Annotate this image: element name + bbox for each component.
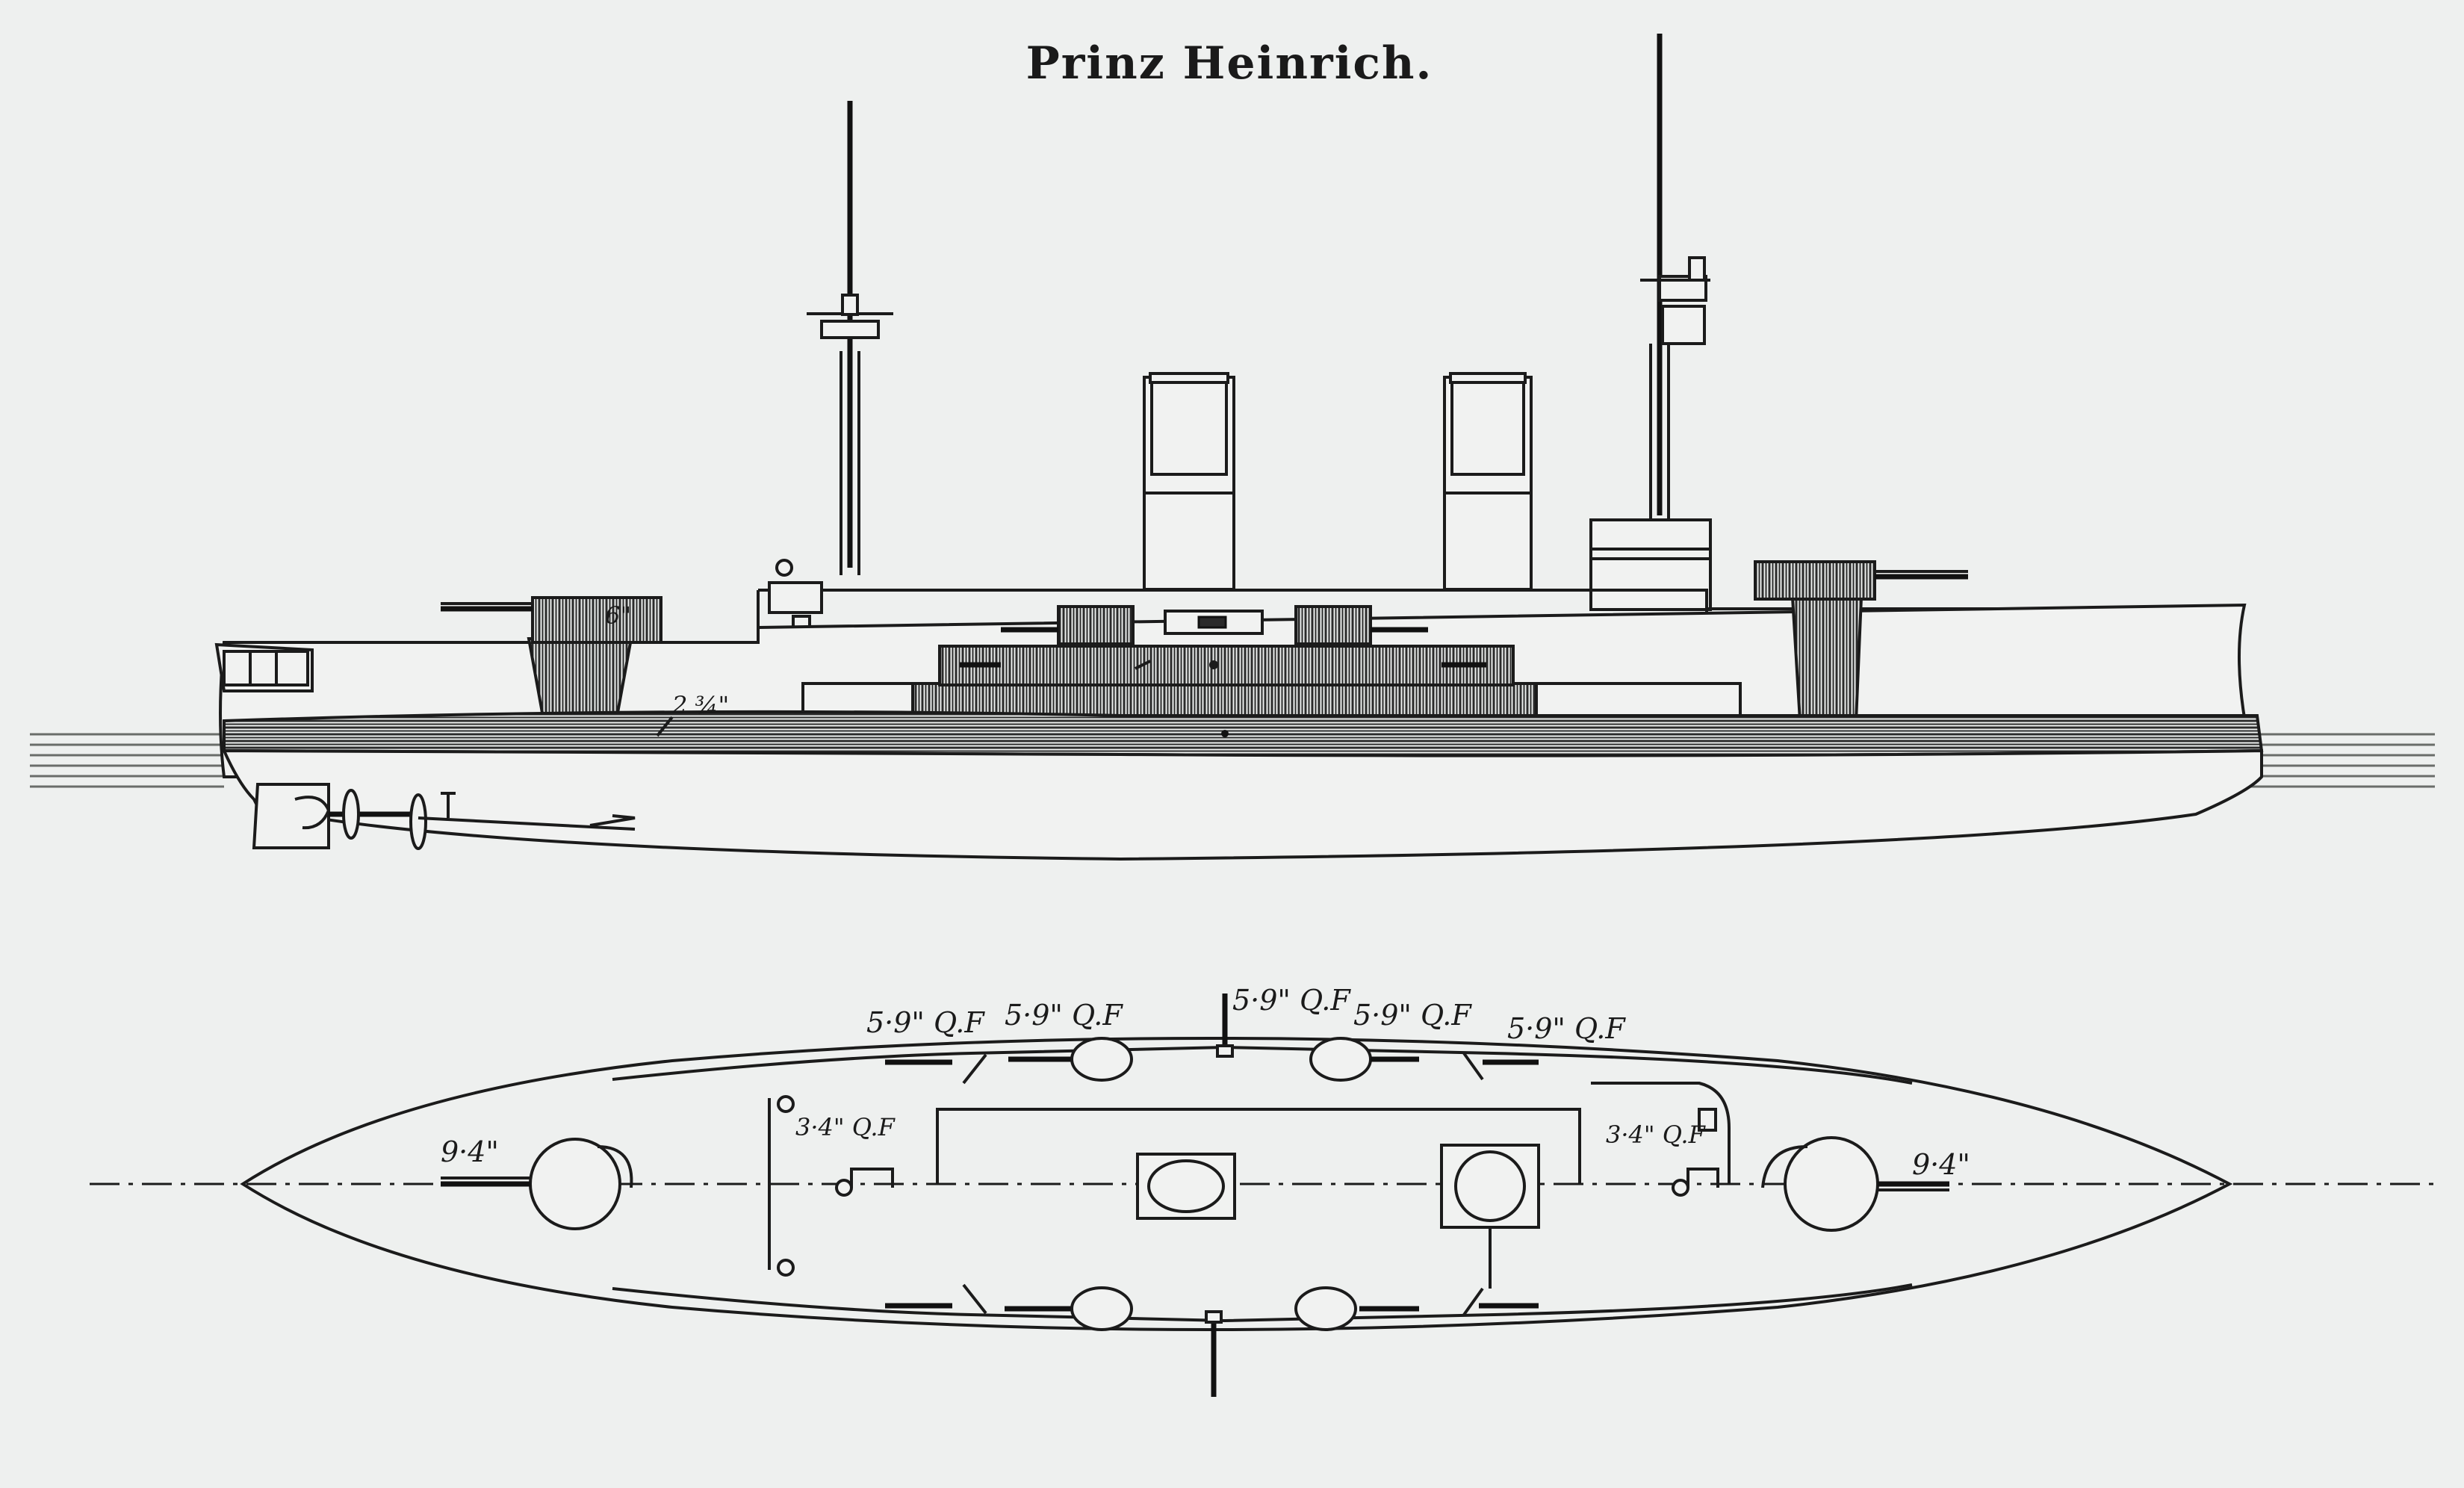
qf59-label-3: 5·9" Q.F: [1232, 984, 1351, 1017]
rudder-propellers: [252, 783, 636, 850]
plan-hull-outline: [240, 1037, 2233, 1331]
deck-plan: 9·4" 9·4" 3·4" Q.F 3·4" Q.F: [90, 984, 2442, 1397]
qf34-aft-label: 3·4" Q.F: [1606, 1120, 1707, 1149]
belt-armour: [223, 710, 2264, 757]
plan-fore-turret-label: 9·4": [441, 1135, 499, 1168]
fore-mast: [807, 101, 893, 575]
side-elevation: 6" 2 ¾": [30, 34, 2435, 861]
qf59-label-2: 5·9" Q.F: [1005, 999, 1123, 1032]
plate-title: Prinz Heinrich.: [1026, 37, 1433, 90]
qf59-guns-port: [885, 1283, 1539, 1397]
hull-lower: [221, 748, 2263, 861]
fore-turret: 6": [441, 596, 662, 722]
plan-aft-turret-label: 9·4": [1912, 1148, 1970, 1181]
fore-turret-label: 6": [605, 601, 631, 630]
aft-deckhouse: [1589, 518, 1712, 611]
qf59-label-4: 5·9" Q.F: [1353, 999, 1472, 1032]
plan-aft-turret: 9·4": [1761, 1136, 1970, 1232]
qf34-fwd-label: 3·4" Q.F: [795, 1113, 896, 1141]
casemate-guns: [960, 627, 1486, 670]
fore-funnel: [1143, 372, 1235, 591]
fwd-bridge: [768, 581, 823, 614]
qf59-guns-starboard: 5·9" Q.F 5·9" Q.F 5·9" Q.F 5·9" Q.F 5·9"…: [866, 984, 1626, 1085]
qf34-guns: 3·4" Q.F 3·4" Q.F: [777, 1095, 1719, 1277]
plan-fore-turret: 9·4": [441, 1135, 633, 1230]
aft-funnel: [1443, 372, 1533, 591]
aft-turret: [1754, 560, 1968, 722]
main-mast: [1640, 34, 1710, 523]
belt-label: 2 ¾": [671, 691, 729, 719]
qf59-label-1: 5·9" Q.F: [866, 1006, 985, 1039]
stern-gallery: [223, 650, 309, 686]
waterline-marks: [30, 733, 2435, 788]
casemate: [1057, 605, 1135, 645]
qf59-label-5: 5·9" Q.F: [1507, 1012, 1626, 1045]
